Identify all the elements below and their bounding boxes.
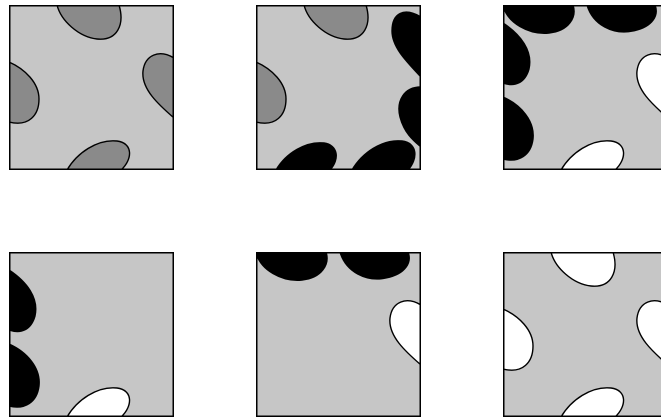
tile-5 [256, 252, 421, 417]
tile-6 [503, 252, 661, 417]
tile-4 [9, 252, 174, 417]
tile-1 [9, 5, 174, 170]
tile-2 [256, 5, 421, 170]
tile-3 [503, 5, 661, 170]
